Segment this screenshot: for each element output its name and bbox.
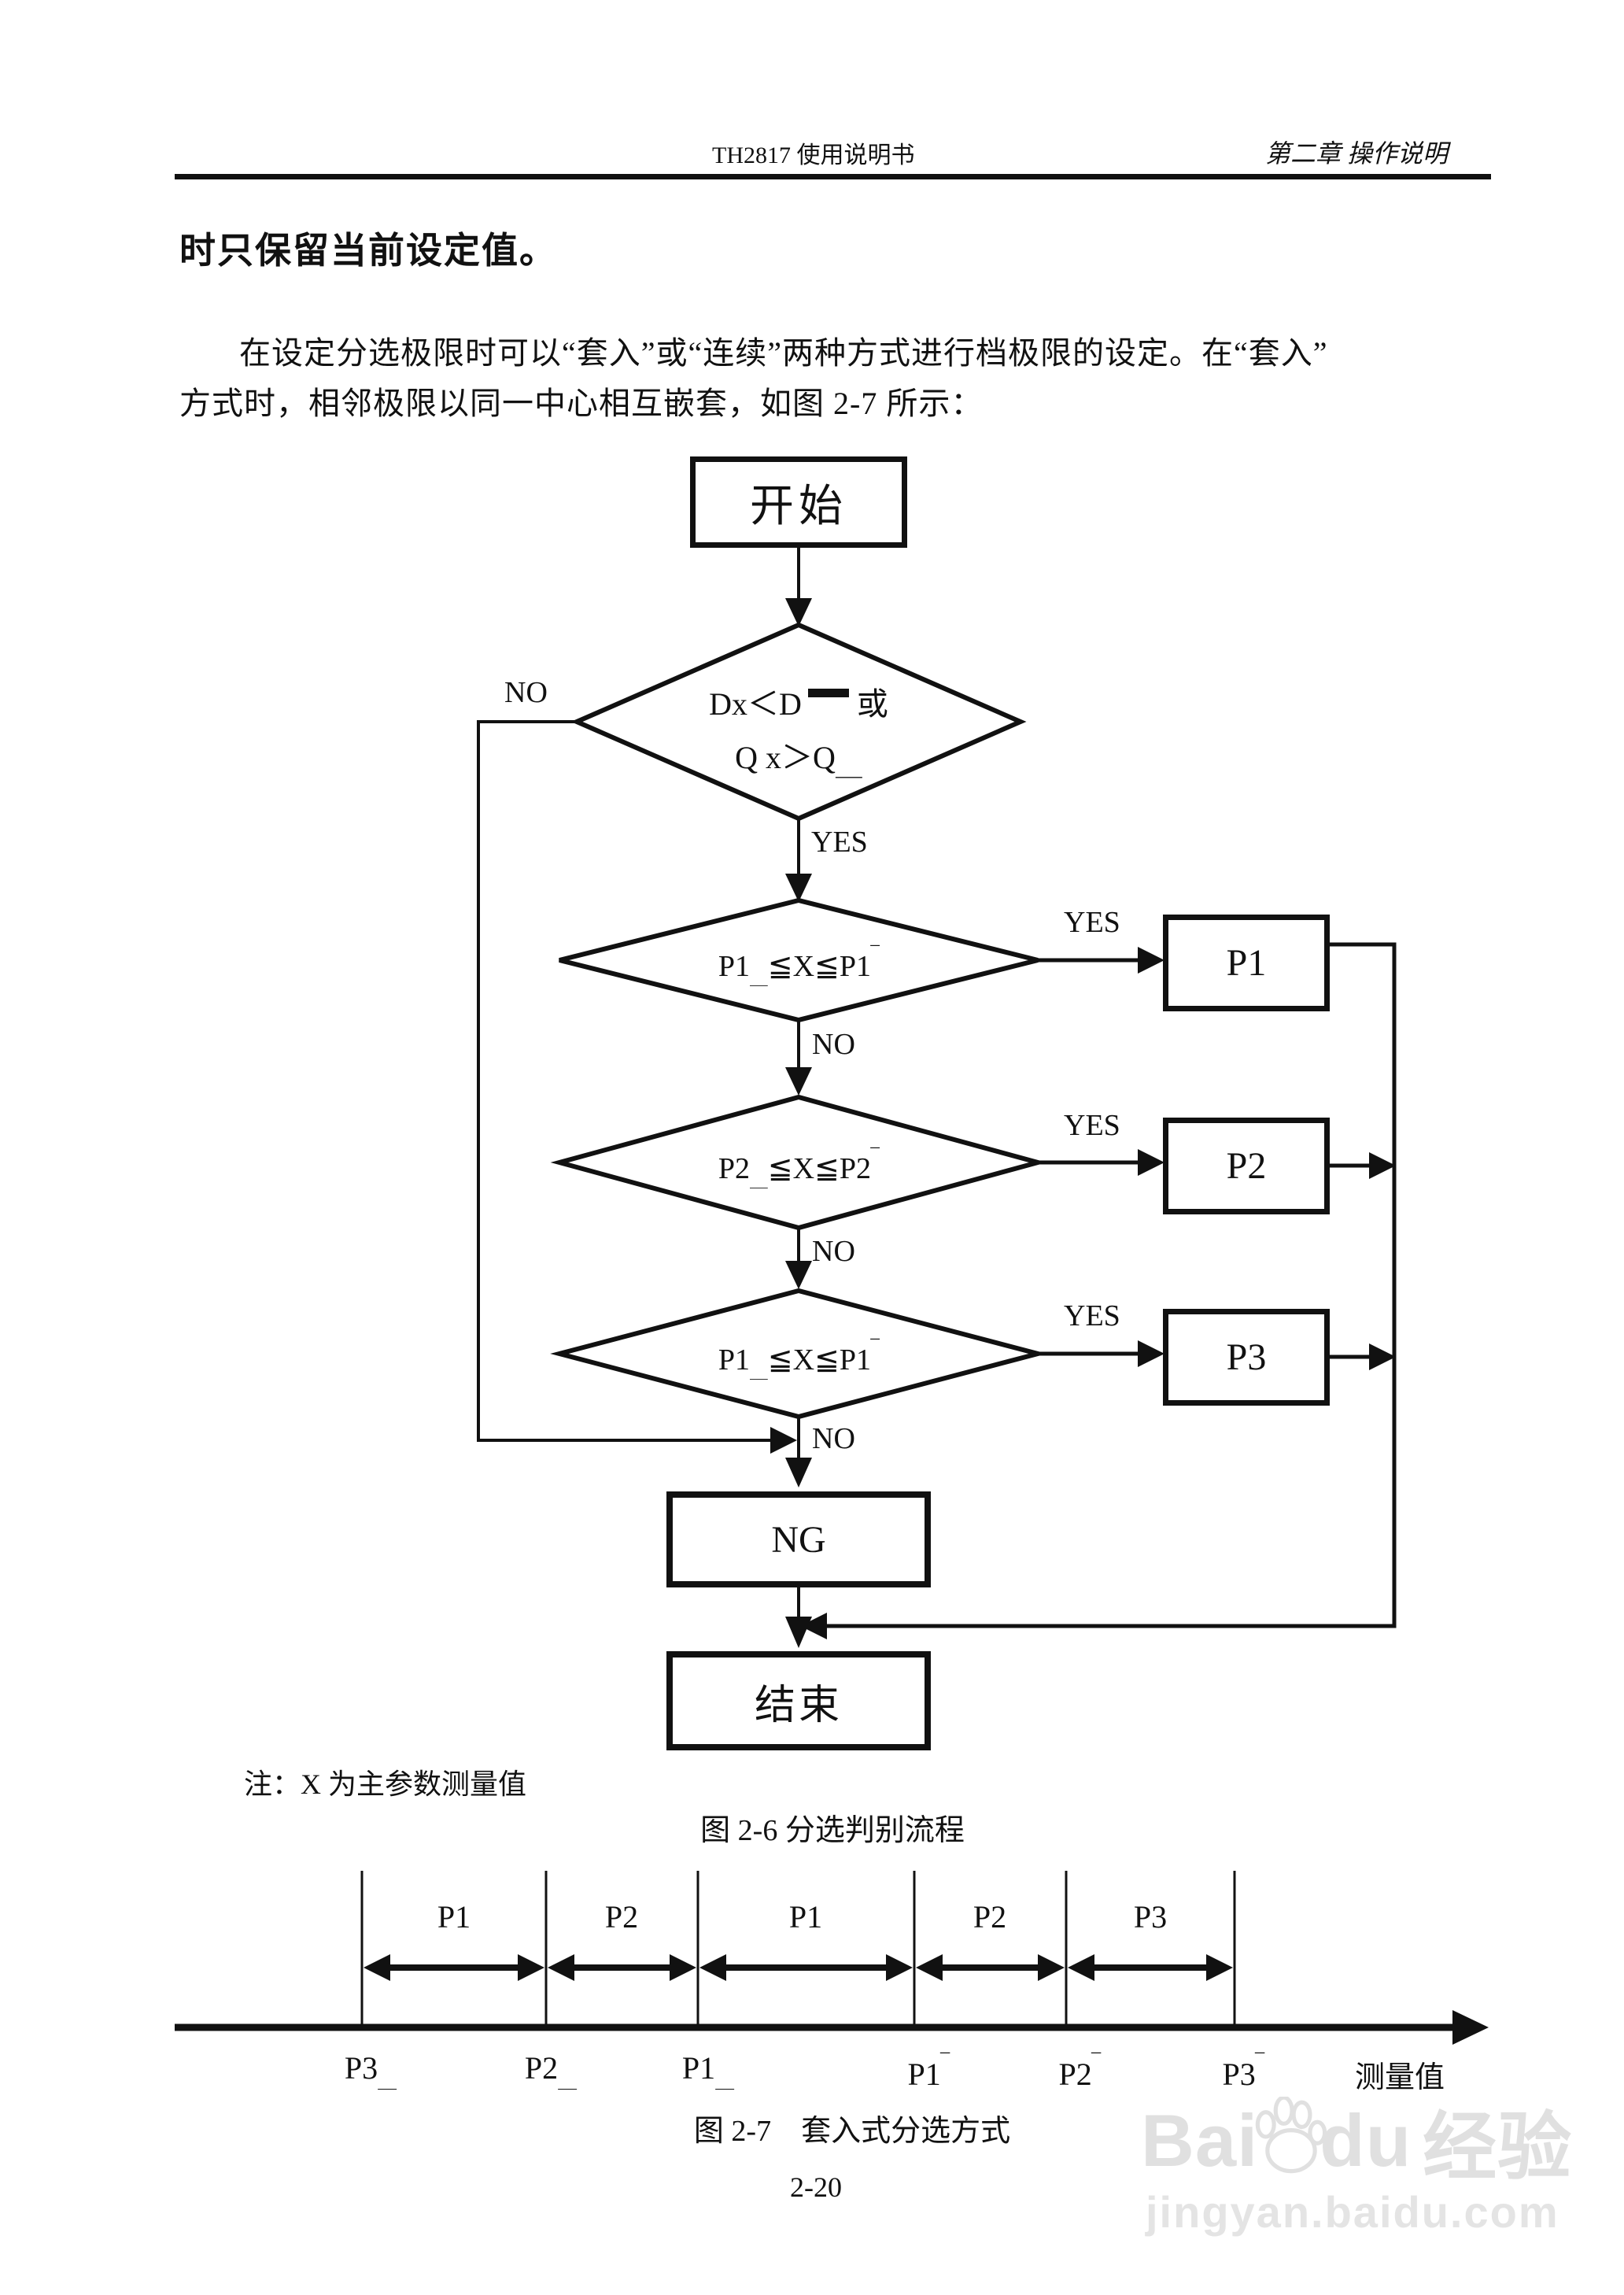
fig27-bound-label: P2＿ [524,2050,578,2092]
start-label: 开始 [750,482,847,531]
branch-yes-2: YES [1064,906,1120,939]
fig27-range-label: P2 [973,1899,1007,1935]
decision3-high-mark: ‾ [871,1145,880,1172]
decision3-low: P2 [718,1152,750,1186]
fig27-bound-label: P3＿ [344,2050,397,2092]
end-box: 结束 [666,1651,931,1750]
decision4-low: P1 [718,1343,750,1377]
decision-diamond-p2 [550,1094,1047,1231]
header-chapter: 第二章 操作说明 [1265,139,1449,168]
fig26-caption: 图 2-6 分选判别流程 [700,1814,965,1847]
decision2-high: P1 [839,950,872,984]
decision4-low-mark: ＿ [749,1362,768,1382]
branch-no-3: NO [812,1235,855,1268]
fig27-axis-arrowhead [1452,2010,1489,2045]
page-number: 2-20 [790,2171,842,2203]
fig27-bound-label: P1‾ [907,2049,950,2092]
branch-yes-3: YES [1064,1109,1120,1142]
decision-diamond-p3 [550,1288,1047,1420]
lead-sentence: 时只保留当前设定值。 [179,231,557,271]
decision1-line2: Q x＞Q＿ [602,732,995,783]
bin-p1-label: P1 [1226,942,1267,984]
decision2-text: P1＿≦X≦P1‾ [602,943,995,989]
watermark-brand-cn: 经验 [1423,2105,1573,2188]
body-paragraph-line2: 方式时，相邻极限以同一中心相互嵌套，如图 2-7 所示： [179,386,984,421]
decision3-text: P2＿≦X≦P2‾ [602,1145,995,1192]
decision2-low: P1 [718,950,750,984]
decision3-mid: ≦X≦ [767,1152,840,1186]
decision1-line1: Dx＜D 或 [602,678,995,724]
decision2-high-mark: ‾ [871,943,880,970]
ng-box: NG [666,1491,931,1587]
watermark-url: jingyan.baidu.com [1146,2187,1559,2237]
decision4-high-mark: ‾ [871,1336,880,1363]
decision2-low-mark: ＿ [749,968,768,989]
branch-yes-4: YES [1064,1299,1120,1332]
branch-yes-1: YES [811,826,868,859]
fig27-bound-label: P1＿ [681,2050,735,2092]
fig27-range-label: P1 [788,1899,823,1935]
overbar-mark [807,689,849,697]
fig27-bound-label: P3‾ [1222,2049,1264,2092]
decision-diamonds [550,622,1047,1420]
decision3-low-mark: ＿ [749,1170,768,1191]
decision3-high: P2 [839,1152,872,1186]
decision-diamond-limits [570,622,1027,822]
fig27-axis-label: 测量值 [1355,2061,1445,2094]
watermark-brand-right: du [1320,2099,1412,2182]
fig27-caption: 图 2-7 套入式分选方式 [693,2115,1011,2148]
fig27-range-label: P2 [604,1899,639,1935]
decision-diamond-p1 [559,897,1039,1023]
flow-connectors [477,548,800,1620]
flowchart-note: 注：X 为主参数测量值 [244,1768,526,1800]
decision1-line1-right: 或 [856,686,888,722]
end-label: 结束 [754,1683,843,1728]
bin-p2-box: P2 [1163,1118,1330,1214]
fig27-bound-label: P2‾ [1058,2049,1101,2092]
ng-label: NG [771,1518,826,1561]
branch-no-4: NO [812,1422,855,1455]
decision1-line2-mark: ＿ [835,752,862,782]
decision4-high: P1 [839,1343,872,1377]
body-paragraph-line1: 在设定分选极限时可以“套入”或“连续”两种方式进行档极限的设定。在“套入” [239,335,1328,371]
decision1-line1-left: Dx＜D [709,686,802,722]
bin-p1-box: P1 [1163,915,1330,1011]
fig27-range-label: P1 [437,1899,471,1935]
fig27-ticks [360,1871,1236,2027]
flow-arrowheads [770,598,1396,1648]
decision4-text: P1＿≦X≦P1‾ [602,1336,995,1383]
decision4-mid: ≦X≦ [767,1343,840,1377]
bin-p3-box: P3 [1163,1309,1330,1406]
fig27-range-label: P3 [1133,1899,1168,1935]
bin-p3-label: P3 [1226,1336,1267,1378]
branch-no-1: NO [504,676,548,709]
bin-p2-label: P2 [1226,1145,1267,1187]
fig27-range-arrowheads [364,1954,1233,1981]
branch-no-2: NO [812,1028,855,1061]
decision2-mid: ≦X≦ [767,950,840,984]
watermark-brand-left: Bai [1141,2099,1259,2182]
header-manual-title: TH2817 使用说明书 [712,142,915,168]
flow-connectors-right [827,942,1397,1628]
start-box: 开始 [690,456,907,548]
decision1-line2-left: Q x＞Q [735,740,836,775]
baidu-paw-icon [1250,2095,1332,2196]
header-rule [175,174,1491,179]
